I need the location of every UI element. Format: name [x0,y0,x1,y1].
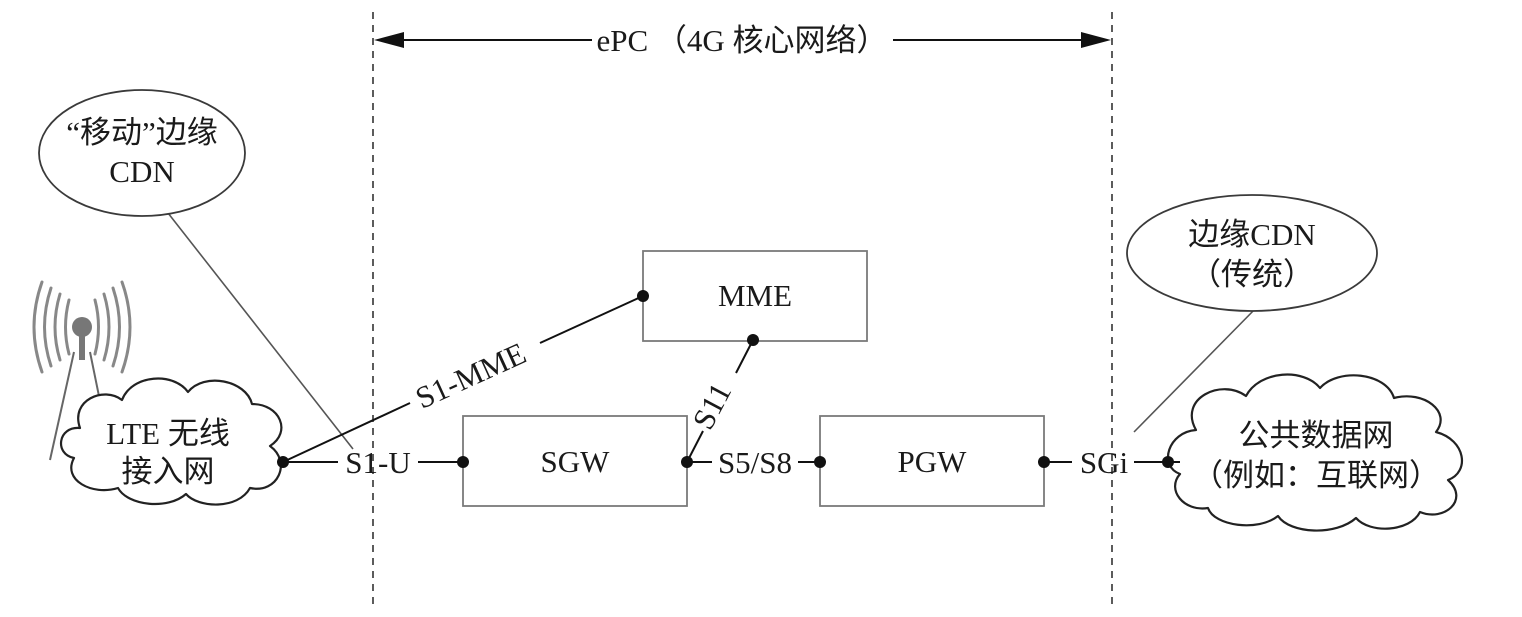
s1-mme-link-lower [282,402,411,463]
s1-mme-label: S1-MME [410,335,531,415]
sgw-s1u-port-dot [457,456,469,468]
s11-link-upper [735,339,754,374]
lte-ran-line2: 接入网 [122,454,215,489]
traditional-edge-cdn-bubble [1126,194,1378,312]
epc-span-label: ePC （4G 核心网络） [596,23,887,58]
public-data-network-line2: （例如：互联网） [1192,458,1440,493]
epc-span-arrow [374,32,1111,48]
s1-mme-link-upper [539,295,644,344]
antenna-tower-icon [32,280,132,461]
traditional-edge-cdn-line2: （传统） [1190,257,1314,292]
mobile-edge-cdn-leader [167,212,354,450]
sgw-s5s8-port-dot [681,456,693,468]
mme-s11-port-dot [747,334,759,346]
traditional-edge-cdn-line1: 边缘CDN [1188,217,1315,252]
mobile-edge-cdn-line1: “移动”边缘 [66,115,218,150]
pgw-label: PGW [898,444,968,479]
mobile-edge-cdn-line2: CDN [109,154,174,189]
lte-ran-port-dot [277,456,289,468]
mme-label: MME [718,278,792,313]
mme-s1mme-port-dot [637,290,649,302]
lte-ran-line1: LTE 无线 [106,416,230,451]
pgw-s5s8-port-dot [814,456,826,468]
lte-ran-cloud [59,377,283,506]
pgw-sgi-port-dot [1038,456,1050,468]
traditional-edge-cdn-leader [1133,305,1259,433]
s11-label: S11 [685,377,738,435]
sgw-label: SGW [541,444,611,479]
s1-u-label: S1-U [345,445,410,480]
sgw-box [462,415,688,507]
sgi-label: SGi [1080,445,1129,480]
pdn-sgi-port-dot [1162,456,1174,468]
public-data-network-cloud [1166,373,1464,532]
public-data-network-line1: 公共数据网 [1239,418,1394,453]
mobile-edge-cdn-bubble [38,89,246,217]
s5-s8-label: S5/S8 [718,445,792,480]
